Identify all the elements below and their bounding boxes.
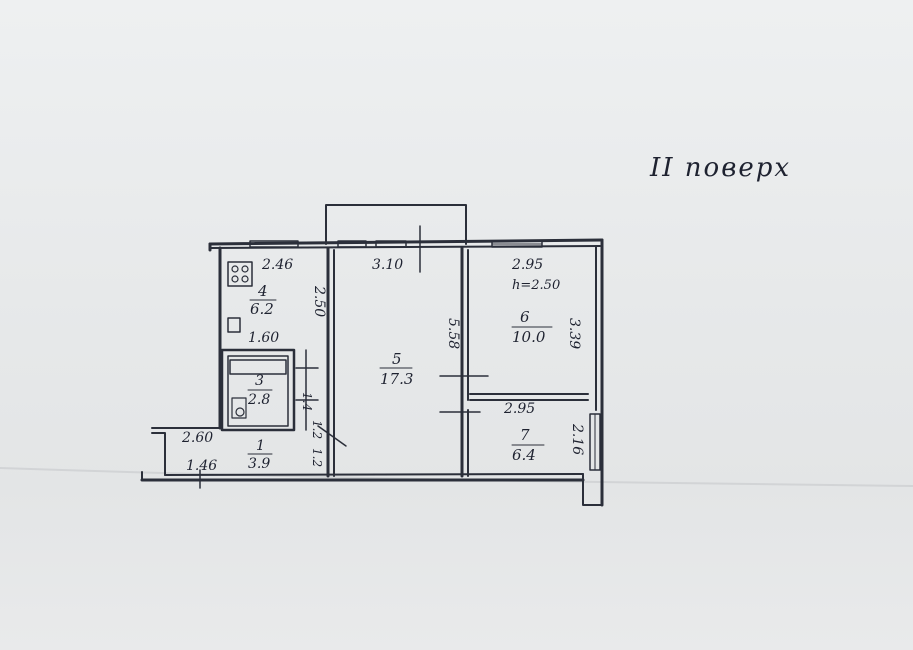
room-4-area: 6.2 [250, 300, 274, 318]
dim-2-16: 2.16 [569, 423, 585, 455]
room-5-number: 5 [392, 350, 402, 368]
dim-5-58: 5.58 [445, 318, 461, 349]
room-4-number: 4 [257, 282, 268, 300]
stove-icon [227, 261, 253, 287]
dim-1-2-a: 1.2 [310, 420, 324, 439]
dim-1-60: 1.60 [248, 330, 279, 346]
bathtub-icon [229, 359, 287, 375]
room-6-number: 6 [520, 308, 530, 326]
dim-3-39: 3.39 [566, 318, 582, 349]
dim-2-50-kitchen: 2.50 [311, 285, 327, 317]
windows [249, 240, 601, 471]
dim-1-4: 1.4 [300, 392, 314, 411]
dim-2-95-top: 2.95 [511, 257, 543, 273]
fixtures [227, 261, 287, 419]
sink-icon [227, 317, 241, 333]
ceiling-height: h=2.50 [512, 278, 560, 293]
dim-2-95-mid: 2.95 [503, 401, 535, 417]
balcony [325, 204, 467, 245]
dim-3-10: 3.10 [372, 257, 403, 273]
interior-walls [199, 225, 589, 489]
room-3-area: 2.8 [247, 392, 270, 408]
dim-1-2-b: 1.2 [310, 448, 324, 467]
dim-1-46: 1.46 [186, 458, 217, 474]
room-6-area: 10.0 [512, 328, 546, 346]
room-1-number: 1 [256, 438, 265, 454]
room-labels: 4 6.2 3 2.8 1 3.9 5 17.3 6 10.0 7 6.4 [247, 282, 553, 472]
washbasin-icon [231, 397, 247, 419]
toilet-icon [235, 407, 245, 417]
room-5-area: 17.3 [380, 370, 413, 388]
room-7-area: 6.4 [512, 446, 536, 464]
room-3-number: 3 [255, 373, 264, 389]
room-7-number: 7 [520, 426, 530, 444]
dim-2-60: 2.60 [181, 430, 213, 446]
dim-2-46: 2.46 [261, 257, 293, 273]
room-1-area: 3.9 [248, 456, 270, 472]
floor-label: II поверх [649, 153, 791, 183]
dimension-labels: 2.46 3.10 2.95 h=2.50 1.60 2.95 2.60 1.4… [181, 257, 585, 474]
